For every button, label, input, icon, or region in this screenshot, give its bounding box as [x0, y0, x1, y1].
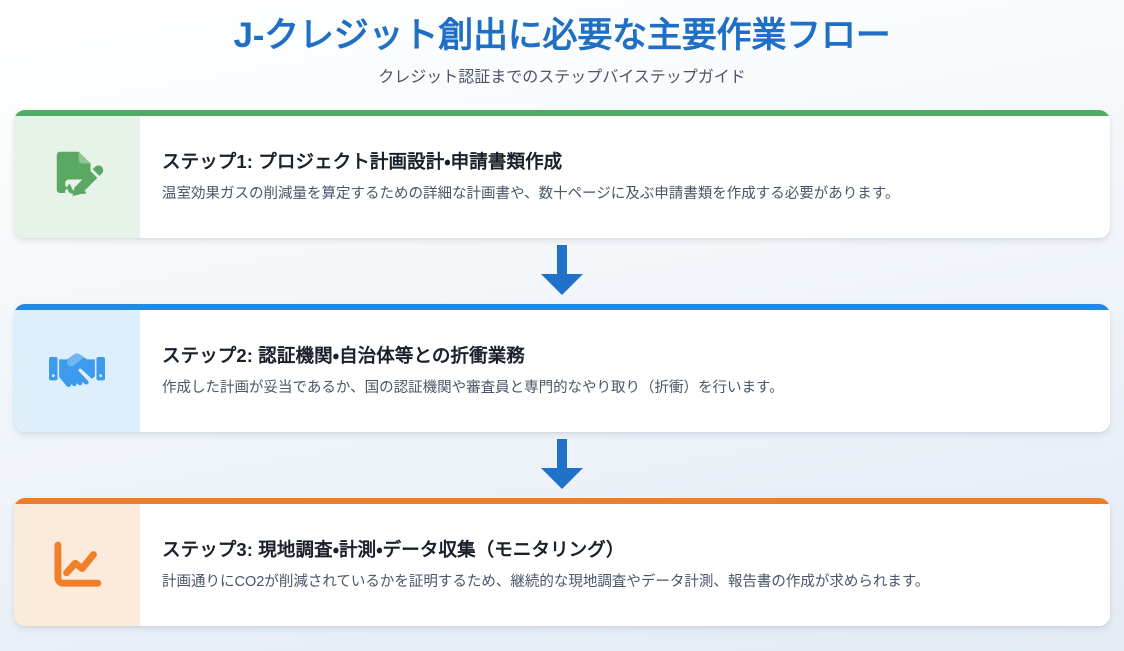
- step-connector-2: [14, 432, 1110, 498]
- arrow-down-icon: [539, 245, 585, 297]
- steps-list: ステップ1: プロジェクト計画設計・申請書類作成 温室効果ガスの削減量を算定する…: [0, 110, 1124, 627]
- step-icon-panel: [14, 116, 140, 239]
- page-header: J-クレジット創出に必要な主要作業フロー クレジット認証までのステップバイステッ…: [0, 0, 1124, 89]
- step-accent-bar: [14, 498, 1110, 505]
- step-title: ステップ1: プロジェクト計画設計・申請書類作成: [162, 151, 563, 173]
- step-body: ステップ1: プロジェクト計画設計・申請書類作成 温室効果ガスの削減量を算定する…: [140, 116, 1110, 239]
- document-pen-icon: [50, 150, 104, 204]
- page-subtitle: クレジット認証までのステップバイステップガイド: [378, 68, 746, 86]
- step-description: 温室効果ガスの削減量を算定するための詳細な計画書や、数十ページに及ぶ申請書類を作…: [162, 186, 900, 203]
- step-body: ステップ3: 現地調査・計測・データ収集（モニタリング） 計画通りにCO2が削減…: [140, 504, 1110, 627]
- step-accent-bar: [14, 110, 1110, 117]
- handshake-icon: [49, 349, 105, 393]
- step-icon-panel: [14, 504, 140, 627]
- page-title: J-クレジット創出に必要な主要作業フロー: [233, 16, 891, 55]
- step-card-3[interactable]: ステップ3: 現地調査・計測・データ収集（モニタリング） 計画通りにCO2が削減…: [14, 498, 1110, 627]
- step-accent-bar: [14, 304, 1110, 311]
- step-connector-1: [14, 238, 1110, 304]
- step-title: ステップ2: 認証機関・自治体等との折衝業務: [162, 345, 525, 367]
- step-description: 計画通りにCO2が削減されているかを証明するため、継続的な現地調査やデータ計測、…: [162, 574, 930, 591]
- step-card-2[interactable]: ステップ2: 認証機関・自治体等との折衝業務 作成した計画が妥当であるか、国の認…: [14, 304, 1110, 433]
- arrow-down-icon: [539, 439, 585, 491]
- step-body: ステップ2: 認証機関・自治体等との折衝業務 作成した計画が妥当であるか、国の認…: [140, 310, 1110, 433]
- step-icon-panel: [14, 310, 140, 433]
- step-title: ステップ3: 現地調査・計測・データ収集（モニタリング）: [162, 539, 625, 561]
- line-chart-icon: [51, 541, 103, 589]
- step-card-1[interactable]: ステップ1: プロジェクト計画設計・申請書類作成 温室効果ガスの削減量を算定する…: [14, 110, 1110, 239]
- step-description: 作成した計画が妥当であるか、国の認証機関や審査員と専門的なやり取り（折衝）を行い…: [162, 380, 784, 397]
